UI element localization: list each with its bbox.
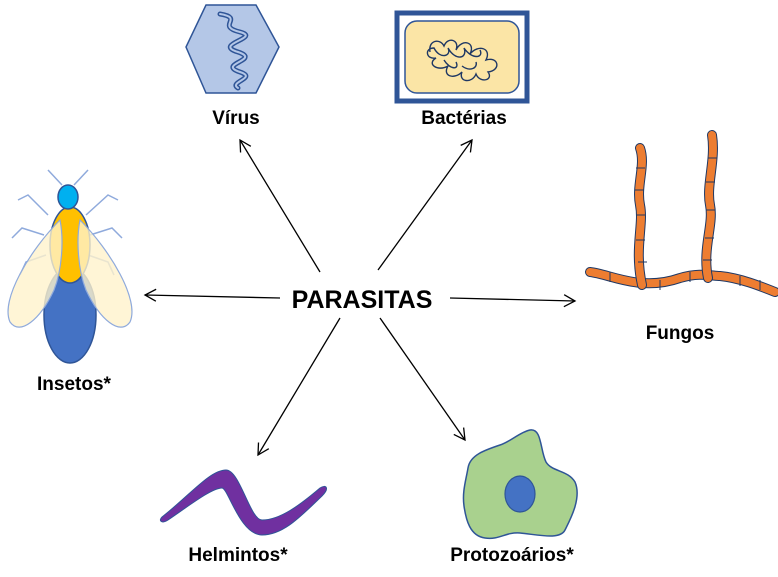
helminths-label: Helmintos* [188,545,288,566]
virus-label: Vírus [212,108,260,129]
fly-icon [7,169,133,364]
virus-icon [185,4,280,94]
bacteria-label: Bactérias [421,108,507,129]
arrow-to-insects [143,288,281,302]
bacterium-icon [394,10,530,104]
fungus-hyphae-icon [585,130,778,297]
connector-arrows [143,138,577,457]
arrow-to-helminths [257,317,341,457]
worm-icon [159,469,327,536]
amoeba-icon [462,429,578,540]
arrow-to-bacteria [377,138,473,271]
arrow-to-protozoa [379,317,466,442]
arrow-to-fungi [449,294,577,308]
arrow-to-virus [239,138,321,273]
insects-label: Insetos* [37,374,112,395]
center-label: PARASITAS [292,286,433,314]
protozoa-label: Protozoários* [450,545,574,566]
fungi-label: Fungos [646,323,715,344]
